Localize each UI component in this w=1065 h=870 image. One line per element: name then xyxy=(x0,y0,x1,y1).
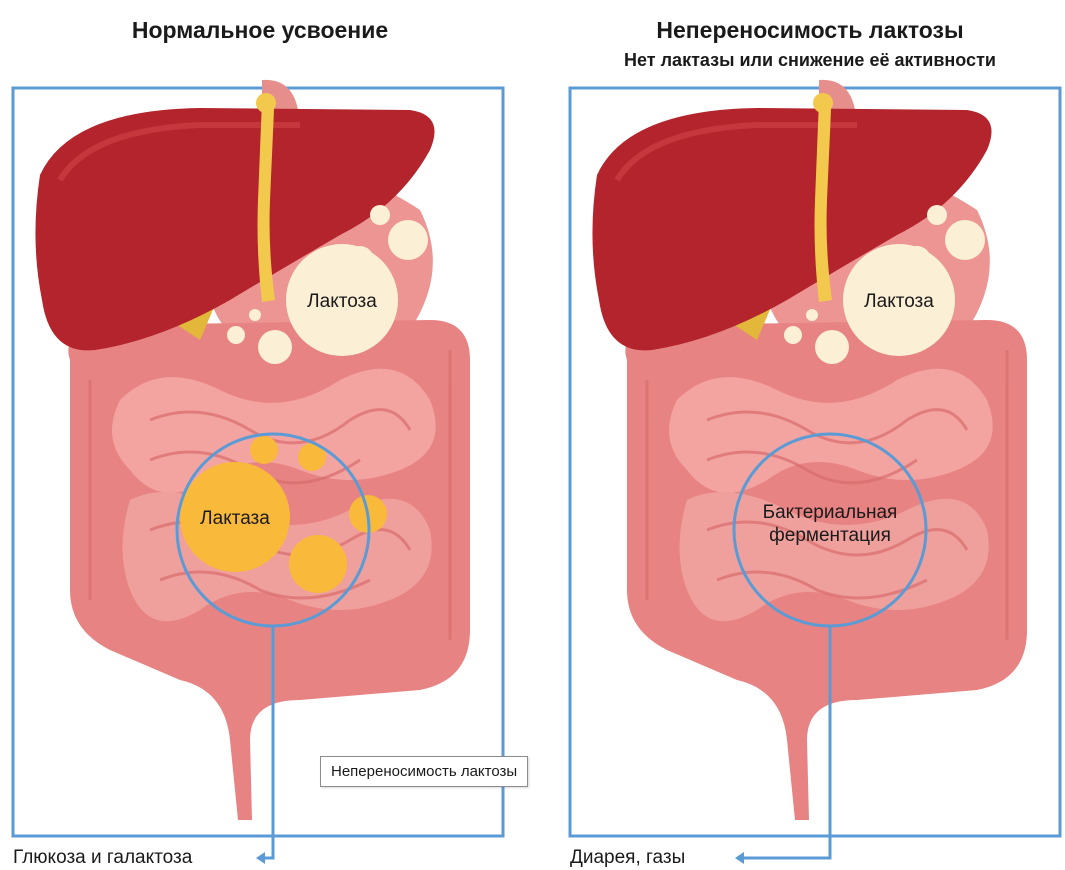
tooltip: Непереносимость лактозы xyxy=(320,756,528,787)
left-lactase-label: Лактаза xyxy=(200,508,270,529)
right-arrow-head xyxy=(735,852,744,864)
right-lactose-label: Лактоза xyxy=(864,291,934,312)
right-circle-label-line1: Бактериальная xyxy=(763,502,898,523)
left-arrow-head xyxy=(256,852,265,864)
right-caption: Диарея, газы xyxy=(570,847,685,869)
right-organs-illustration xyxy=(592,80,1027,820)
left-lactose-label: Лактоза xyxy=(307,291,377,312)
left-caption: Глюкоза и галактоза xyxy=(13,847,192,869)
right-circle-label-line2: ферментация xyxy=(769,525,891,546)
